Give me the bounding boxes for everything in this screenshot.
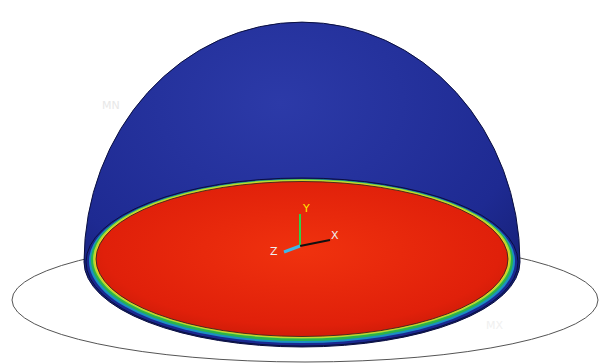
- axis-label: X: [331, 230, 339, 241]
- max-marker: MX: [486, 320, 503, 331]
- axis-label: Z: [270, 246, 278, 257]
- rim-band-blue: [86, 178, 518, 346]
- axis-label: Y: [303, 203, 310, 214]
- rim-band-cyan: [89, 179, 515, 343]
- dome-shell: [84, 22, 520, 347]
- rim-band-yellow: [95, 181, 510, 338]
- z-axis: [284, 246, 300, 252]
- x-axis: [300, 240, 330, 246]
- inner-face-red: [96, 182, 508, 337]
- y-axis: [299, 214, 301, 246]
- min-marker: MN: [102, 100, 120, 111]
- rim-band-green: [91, 179, 513, 341]
- rim-band-yellowgreen: [93, 180, 511, 339]
